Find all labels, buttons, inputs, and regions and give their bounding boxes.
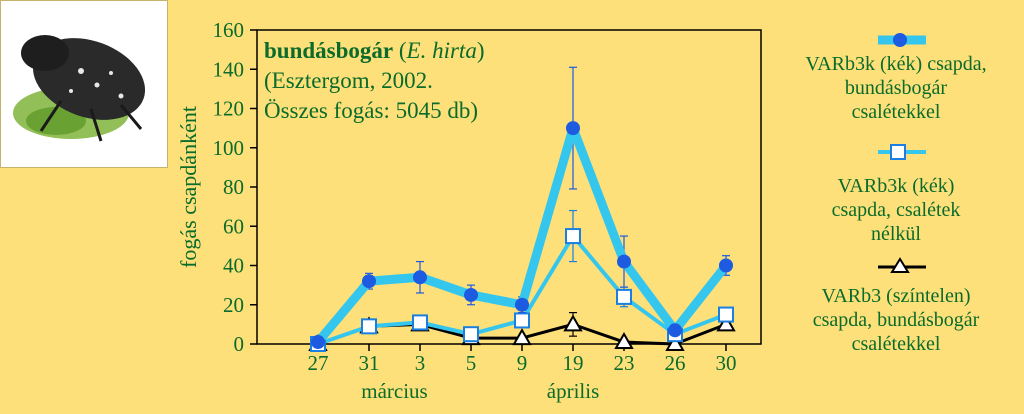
series-layer [308,66,736,352]
data-point [665,333,685,351]
chart-subtitle-line2: Összes fogás: 5045 db) [264,98,478,123]
y-tick-label: 20 [223,293,244,317]
chart-subtitle-line1: (Esztergom, 2002. [264,68,433,93]
legend-entry-2: VARb3k (kék) csapda, csalétek nélkül [780,174,1012,246]
y-tick-label: 60 [223,214,244,238]
legend-entry-3: VARb3 (színtelen) csapda, bundásbogár cs… [780,284,1012,356]
data-point [617,254,631,269]
y-axis: 0 20 40 60 80 100 120 140 160 [213,18,257,356]
y-tick-label: 100 [213,136,245,160]
legend-entry-1-line-3: csalétekkel [851,101,941,123]
beetle-photo [0,0,168,168]
x-tick-label: 9 [517,351,528,375]
y-tick-label: 40 [223,254,244,278]
data-point [719,258,733,273]
legend-entry-3-line-3: csalétekkel [851,333,941,355]
legend-entry-1-line-1: VARb3k (kék) csapda, [805,53,987,75]
data-point [514,312,530,329]
x-tick-label: 19 [563,351,584,375]
month-label: április [547,379,600,403]
chart-title: bundásbogár (E. hirta) [264,38,485,63]
legend-entry-1-line-2: bundásbogár [844,77,948,99]
legend-entry-2-line-2: csapda, csalétek [831,199,961,221]
data-point [616,288,632,305]
data-point [716,314,736,332]
beetle-icon [13,35,146,142]
x-tick-label: 31 [359,351,380,375]
title-species: E. hirta [406,38,477,63]
y-tick-label: 160 [213,18,245,42]
data-point [614,332,634,350]
x-tick-label: 3 [415,351,426,375]
y-axis-label: fogás csapdánként [176,106,201,268]
legend-swatch-series-1 [878,33,926,47]
data-point [412,314,428,331]
legend-entry-3-line-1: VARb3 (színtelen) [821,285,971,307]
title-open-paren: ( [393,38,406,63]
data-point [566,121,580,136]
title-close-paren: ) [477,38,485,63]
legend-swatch-series-3 [878,257,926,273]
legend-entry-2-line-1: VARb3k (kék) [837,175,955,197]
legend-entry-2-line-3: nélkül [871,223,921,245]
data-point [515,297,529,312]
data-point [512,328,532,346]
data-point [413,270,427,285]
data-point [718,306,734,323]
legend-entry-1: VARb3k (kék) csapda, bundásbogár csaléte… [780,52,1012,124]
x-tick-label: 5 [466,351,477,375]
y-tick-label: 140 [213,57,245,81]
data-point [565,228,581,245]
y-tick-label: 120 [213,97,245,121]
month-label: március [361,379,427,403]
data-point [463,326,479,343]
data-point [362,274,376,289]
legend-swatch-series-2 [878,144,926,160]
data-point [311,335,325,350]
x-tick-label: 27 [308,351,329,375]
data-point [563,314,583,332]
data-point [361,318,377,335]
x-tick-label: 30 [716,351,737,375]
legend-entry-3-line-2: csapda, bundásbogár [812,309,980,331]
title-common-name: bundásbogár [264,38,393,63]
series-1 [311,66,733,350]
x-tick-label: 26 [665,351,686,375]
x-tick-label: 23 [614,351,635,375]
y-tick-label: 0 [234,332,245,356]
data-point [668,323,682,338]
y-tick-label: 80 [223,175,244,199]
data-point [464,287,478,302]
